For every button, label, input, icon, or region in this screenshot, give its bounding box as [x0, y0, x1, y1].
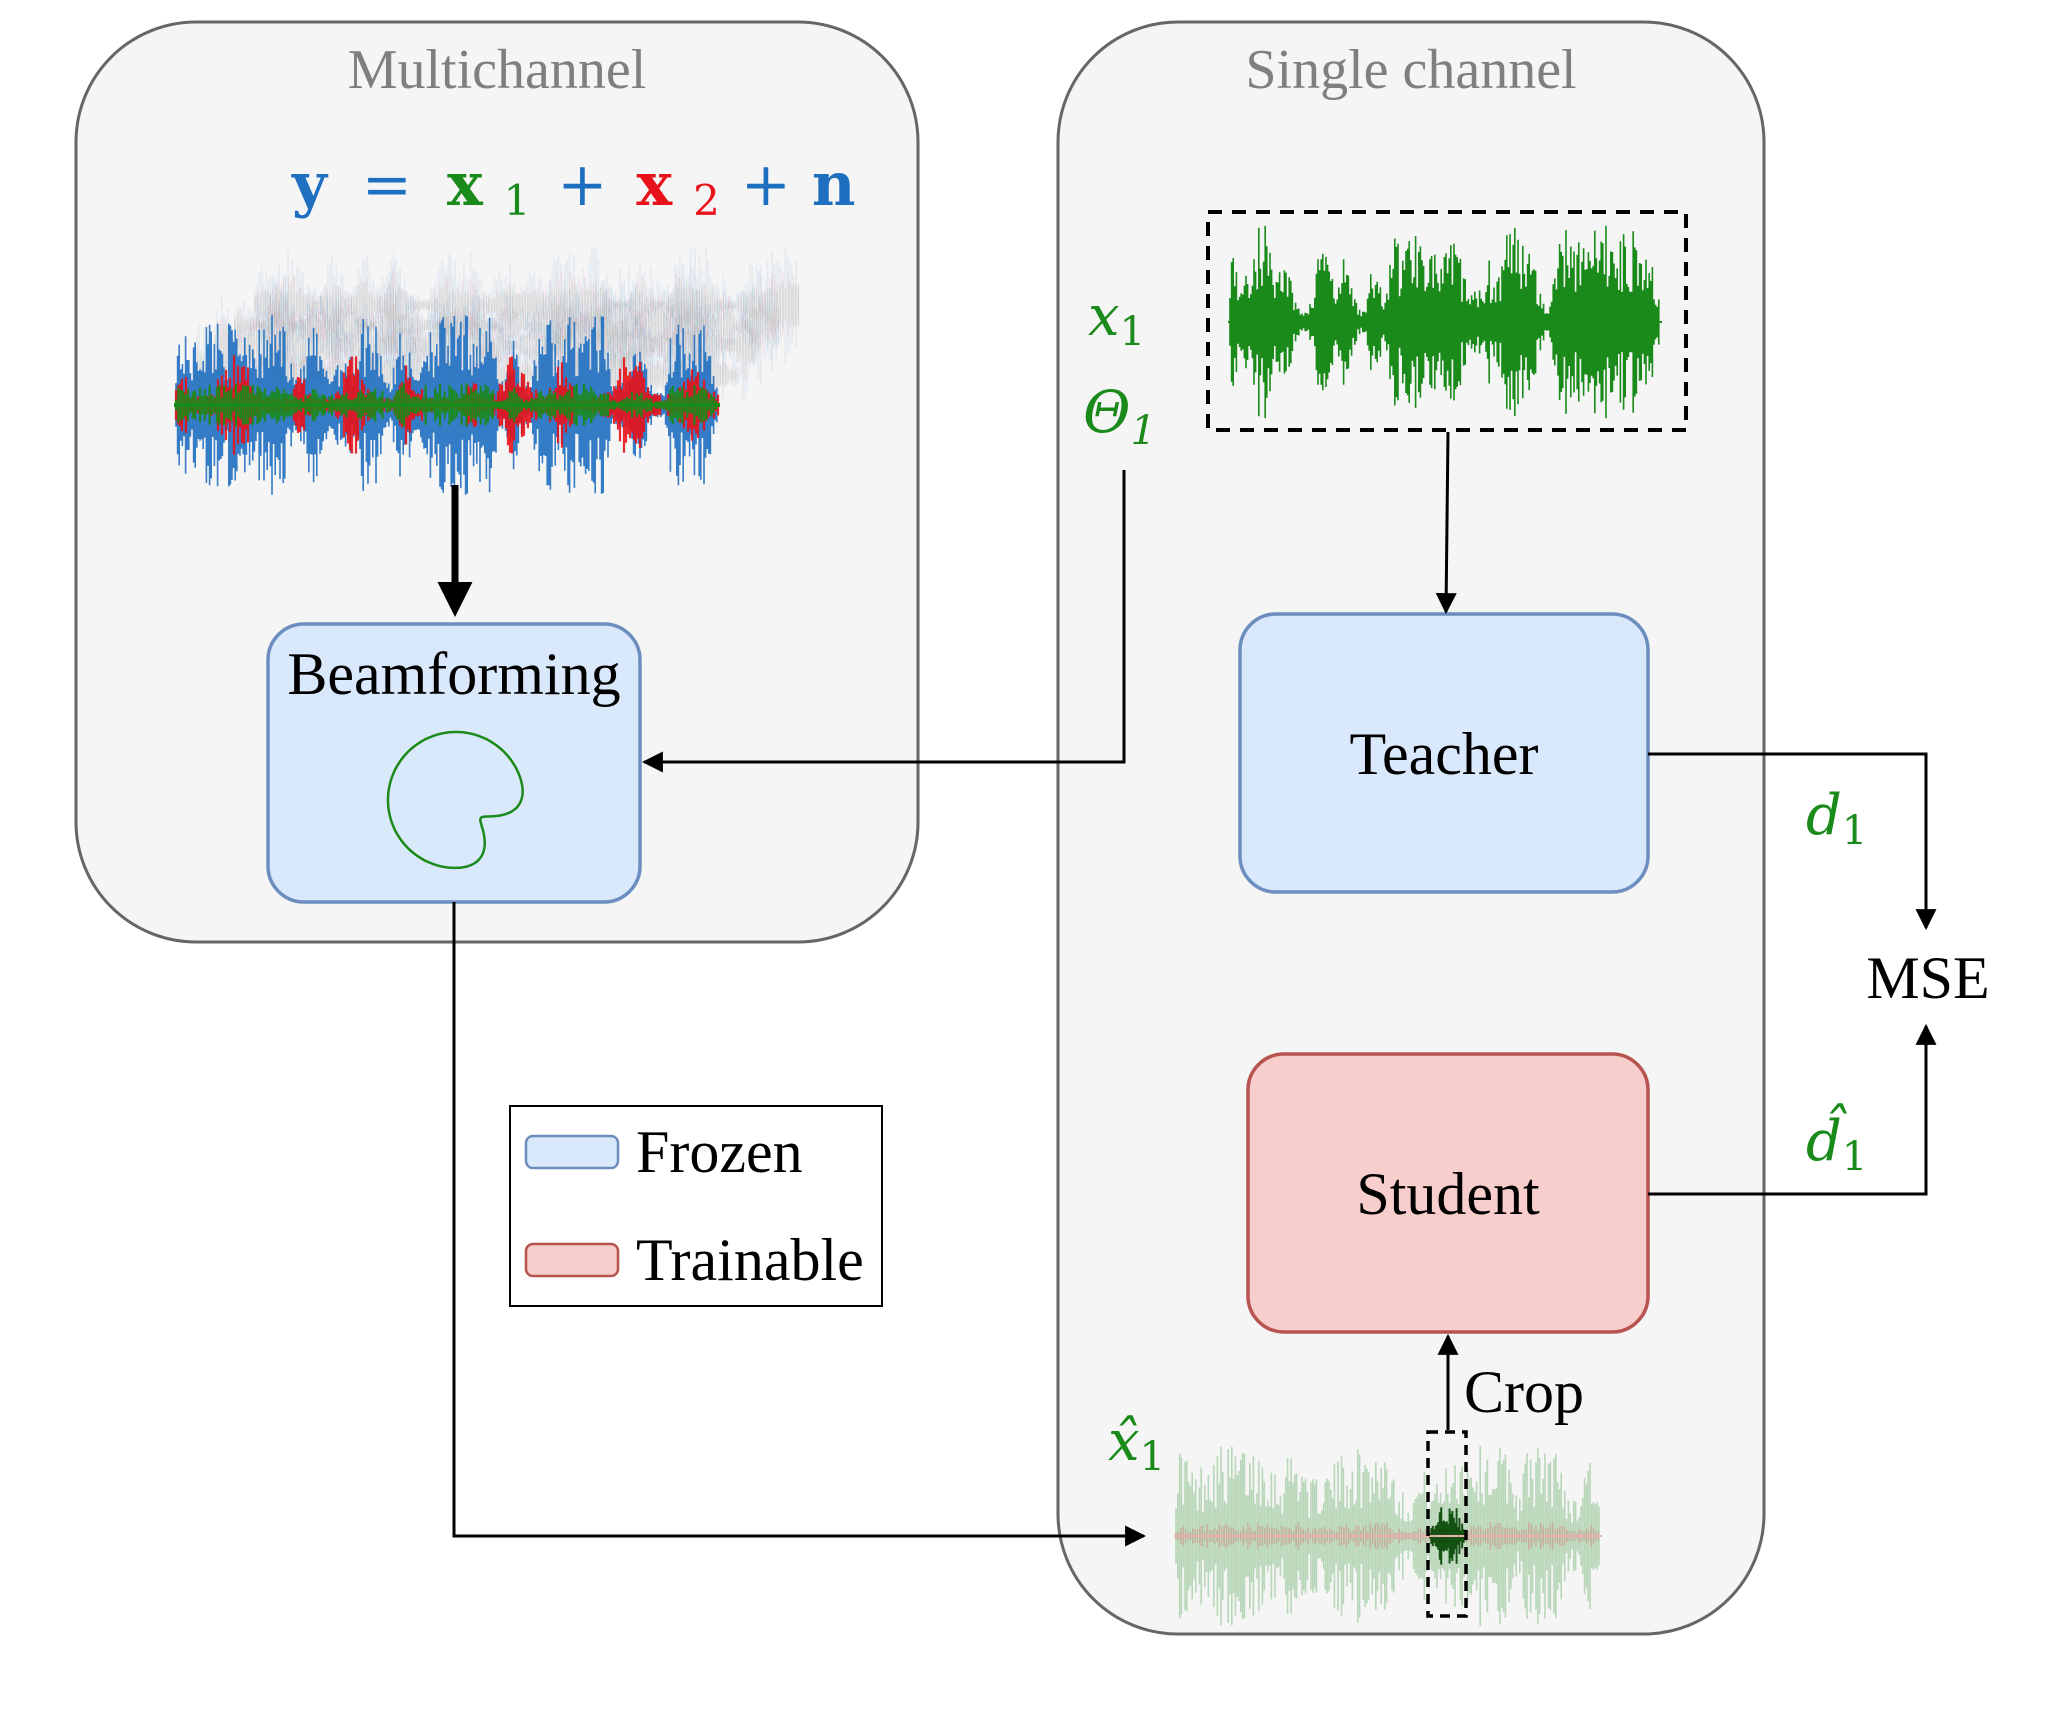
waveform-trace	[234, 265, 780, 385]
eq-plus-1: +	[557, 150, 607, 220]
legend-frozen-label: Frozen	[636, 1119, 803, 1185]
waveform-trace	[254, 270, 800, 340]
mixture-equation: y = x 1 + x 2 + n	[291, 150, 856, 230]
legend-trainable-label: Trainable	[636, 1227, 864, 1293]
dhat1-label: d̂1	[1806, 1102, 1867, 1180]
waveform-trace	[254, 246, 800, 364]
crop-dashed-box	[1426, 1430, 1468, 1618]
d1-label: d1	[1806, 783, 1867, 854]
multichannel-waveforms	[174, 246, 800, 495]
beamforming-to-output-arrow	[452, 902, 1147, 1547]
multichannel-title: Multichannel	[348, 39, 647, 101]
estimated-waveform	[1174, 1445, 1602, 1627]
legend-frozen-swatch	[524, 1134, 620, 1170]
beam-pattern-icon	[386, 730, 524, 870]
xhat1-label: x̂1	[1108, 1409, 1165, 1480]
legend-trainable-swatch	[524, 1242, 620, 1278]
clean-source-waveform	[1228, 225, 1662, 419]
eq-x2: x	[636, 150, 673, 220]
theta-to-beamforming-arrow	[641, 470, 1126, 773]
theta1-label: Θ1	[1083, 378, 1156, 454]
student-to-mse-arrow	[1648, 1023, 1937, 1196]
teacher-label: Teacher	[1350, 721, 1539, 787]
eq-x2-sub: 2	[693, 176, 720, 225]
waveform-trace	[234, 300, 779, 350]
waveform-trace	[234, 292, 780, 358]
eq-equals: =	[362, 150, 412, 220]
eq-n: n	[812, 150, 856, 220]
waveform-trace	[254, 280, 799, 330]
mse-label: MSE	[1866, 945, 1989, 1011]
eq-y: y	[291, 150, 329, 220]
eq-plus-2: +	[741, 150, 791, 220]
single-channel-title: Single channel	[1245, 39, 1576, 101]
teacher-to-mse-arrow	[1648, 752, 1937, 931]
x1-label: x1	[1088, 284, 1145, 355]
student-label: Student	[1356, 1161, 1540, 1227]
eq-x1-sub: 1	[504, 176, 531, 225]
crop-label: Crop	[1464, 1359, 1584, 1425]
beamforming-label: Beamforming	[287, 641, 620, 707]
eq-x1: x	[447, 150, 484, 220]
clean-source-dashed-box	[1206, 210, 1688, 432]
clean-to-teacher-arrow	[1435, 431, 1457, 615]
